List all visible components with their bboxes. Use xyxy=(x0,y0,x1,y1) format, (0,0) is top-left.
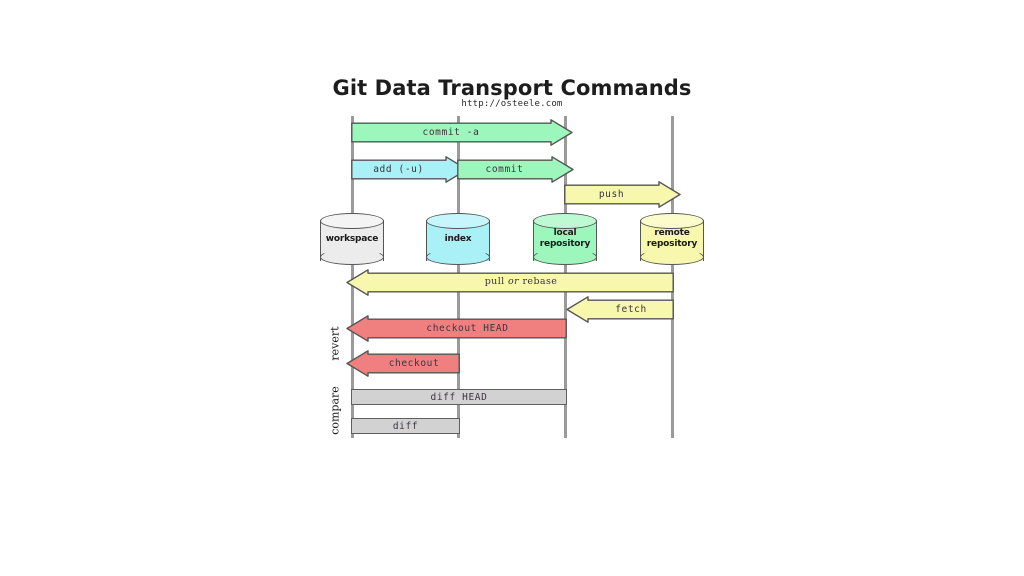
node-local-repository[interactable]: local repository xyxy=(533,213,597,265)
arrow-add-u[interactable] xyxy=(351,156,468,183)
arrow-checkout-head[interactable] xyxy=(346,315,567,342)
node-local-repository-label-line2: repository xyxy=(539,239,591,249)
group-label-compare: compare xyxy=(328,386,342,435)
node-workspace-label: workspace xyxy=(320,213,384,265)
node-workspace[interactable]: workspace xyxy=(320,213,384,265)
bar-diff-label: diff xyxy=(392,421,419,432)
arrow-pull-rebase[interactable] xyxy=(346,269,674,296)
node-index-bottom xyxy=(426,249,490,265)
lifeline-workspace xyxy=(351,116,354,438)
arrow-checkout[interactable] xyxy=(346,350,460,377)
node-index-label: index xyxy=(426,213,490,265)
bar-diff-head[interactable] xyxy=(351,389,567,405)
node-remote-repository-top xyxy=(640,213,704,229)
page-title: Git Data Transport Commands xyxy=(332,76,692,100)
node-remote-repository-label-line2: repository xyxy=(646,239,698,249)
node-remote-repository-label: remote repository xyxy=(640,213,704,265)
node-index-top xyxy=(426,213,490,229)
page-subtitle-url: http://osteele.com xyxy=(461,99,563,109)
node-index-label-line1: index xyxy=(444,233,472,244)
node-local-repository-label-line1: local xyxy=(553,228,577,238)
node-workspace-label-line1: workspace xyxy=(325,233,379,244)
node-remote-repository-label-line1: remote xyxy=(654,228,690,238)
arrow-commit-a[interactable] xyxy=(351,119,573,146)
arrow-commit[interactable] xyxy=(457,156,574,183)
node-local-repository-label: local repository xyxy=(533,213,597,265)
group-label-revert: revert xyxy=(328,326,342,361)
node-remote-repository-bottom xyxy=(640,249,704,265)
bar-diff-head-label: diff HEAD xyxy=(430,392,488,403)
node-local-repository-top xyxy=(533,213,597,229)
arrow-fetch[interactable] xyxy=(566,296,674,323)
arrow-push[interactable] xyxy=(564,181,681,208)
node-workspace-bottom xyxy=(320,249,384,265)
node-index[interactable]: index xyxy=(426,213,490,265)
bar-diff[interactable] xyxy=(351,418,460,434)
node-remote-repository[interactable]: remote repository xyxy=(640,213,704,265)
node-local-repository-bottom xyxy=(533,249,597,265)
node-workspace-top xyxy=(320,213,384,229)
